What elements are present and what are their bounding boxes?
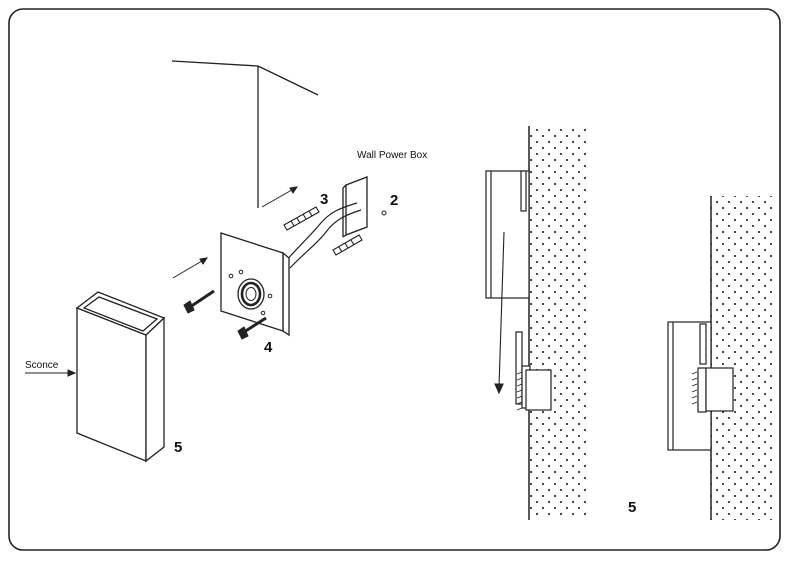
wall-power-box [342, 176, 368, 238]
bracket-hatch-middle [516, 371, 523, 411]
sconce-label: Sconce [25, 360, 59, 371]
wall-power-box-label: Wall Power Box [357, 150, 428, 161]
sconce-pointer [25, 369, 77, 377]
step-5-right-label: 5 [628, 499, 637, 516]
outer-frame [8, 8, 781, 551]
bracket-middle [515, 331, 552, 411]
wall-section-middle [529, 126, 588, 519]
sconce-side-upper [485, 170, 530, 299]
plate-center-hole [237, 278, 265, 310]
bracket-right [697, 367, 734, 413]
step-2-label: 2 [390, 192, 399, 209]
step-4-label: 4 [264, 339, 273, 356]
step-3-label: 3 [320, 191, 329, 208]
arrow-mid-left [172, 257, 209, 279]
box-screw-hole [381, 210, 387, 216]
wall-section-right [711, 196, 773, 520]
screw-upper [183, 289, 215, 314]
screw-lower [237, 316, 267, 340]
slide-down-arrow [494, 231, 505, 395]
plate-screw-holes [228, 269, 273, 316]
arrow-upper-left [261, 186, 299, 208]
wires [284, 202, 362, 269]
step-5-left-label: 5 [174, 439, 183, 456]
sconce-body [75, 291, 166, 463]
wall-anchor-lower [332, 234, 363, 256]
bracket-hatch-right [691, 371, 698, 405]
ceiling-wall-corner [171, 60, 319, 208]
wall-anchor-upper [283, 206, 320, 231]
